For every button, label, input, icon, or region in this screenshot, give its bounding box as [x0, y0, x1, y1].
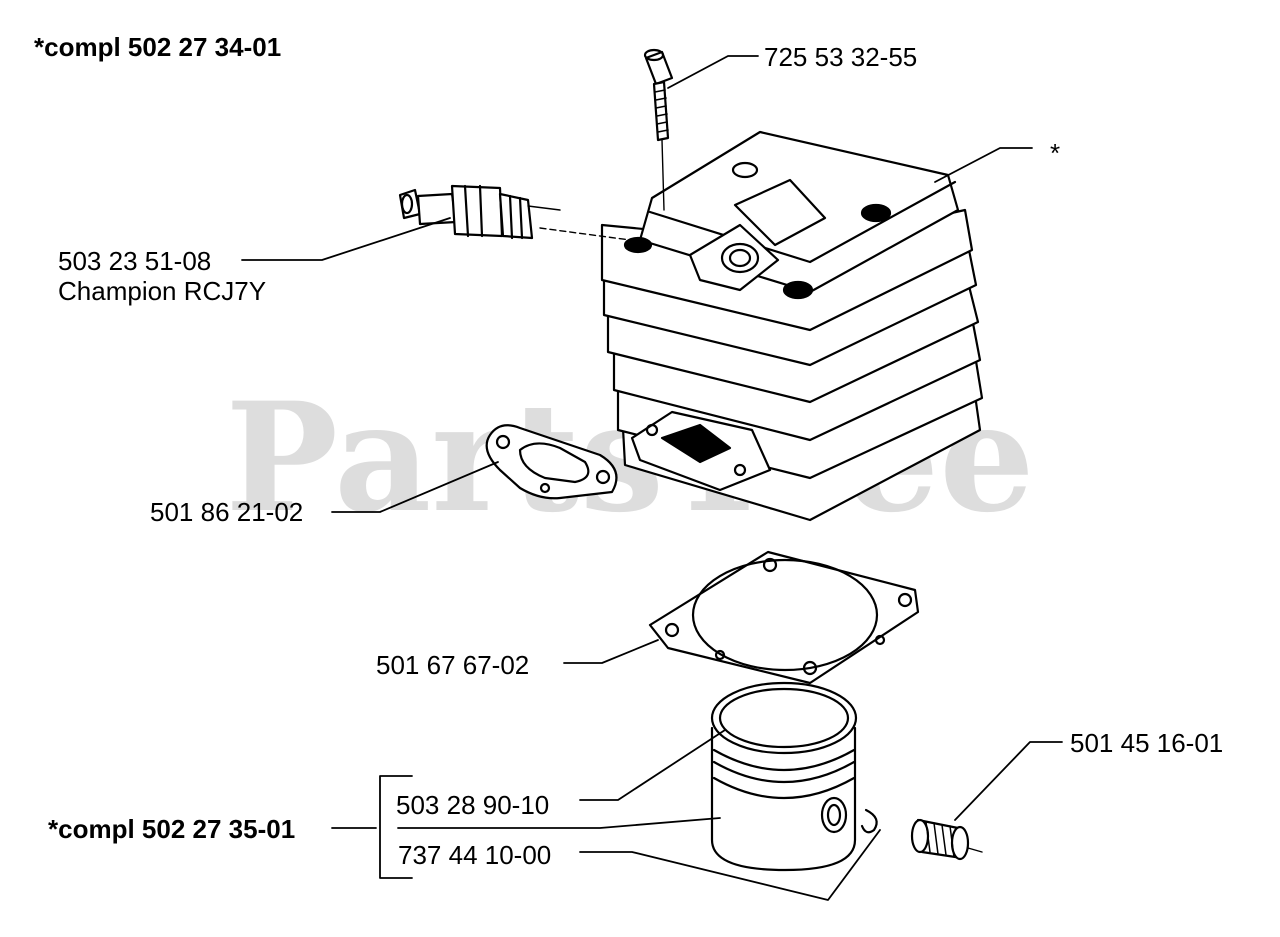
needle-bearing-part-number: 501 45 16-01: [1070, 728, 1224, 758]
needle-bearing-illustration: [910, 818, 983, 861]
spark-plug-name: Champion RCJ7Y: [58, 276, 267, 306]
piston-kit-title: *compl 502 27 35-01: [48, 814, 296, 844]
cylinder-illustration: [600, 130, 984, 522]
base-gasket-part-number: 501 67 67-02: [376, 650, 530, 680]
cylinder-kit-title: *compl 502 27 34-01: [34, 32, 282, 62]
spark-plug-illustration: [398, 184, 631, 241]
piston-illustration: [710, 681, 878, 872]
piston-part-number: 503 28 90-10: [396, 790, 550, 820]
piston-kit-bracket: [379, 775, 413, 879]
cylinder-marker: *: [1050, 138, 1061, 168]
screw-part-number: 725 53 32-55: [764, 42, 918, 72]
screw-illustration: [643, 48, 674, 211]
base-gasket-illustration: [648, 550, 920, 685]
piston-ring-part-number: 737 44 10-00: [398, 840, 552, 870]
exhaust-gasket-illustration: [485, 424, 618, 500]
exhaust-gasket-part-number: 501 86 21-02: [150, 497, 304, 527]
leader-lines: [241, 55, 1063, 901]
spark-plug-part-number: 503 23 51-08: [58, 246, 212, 276]
